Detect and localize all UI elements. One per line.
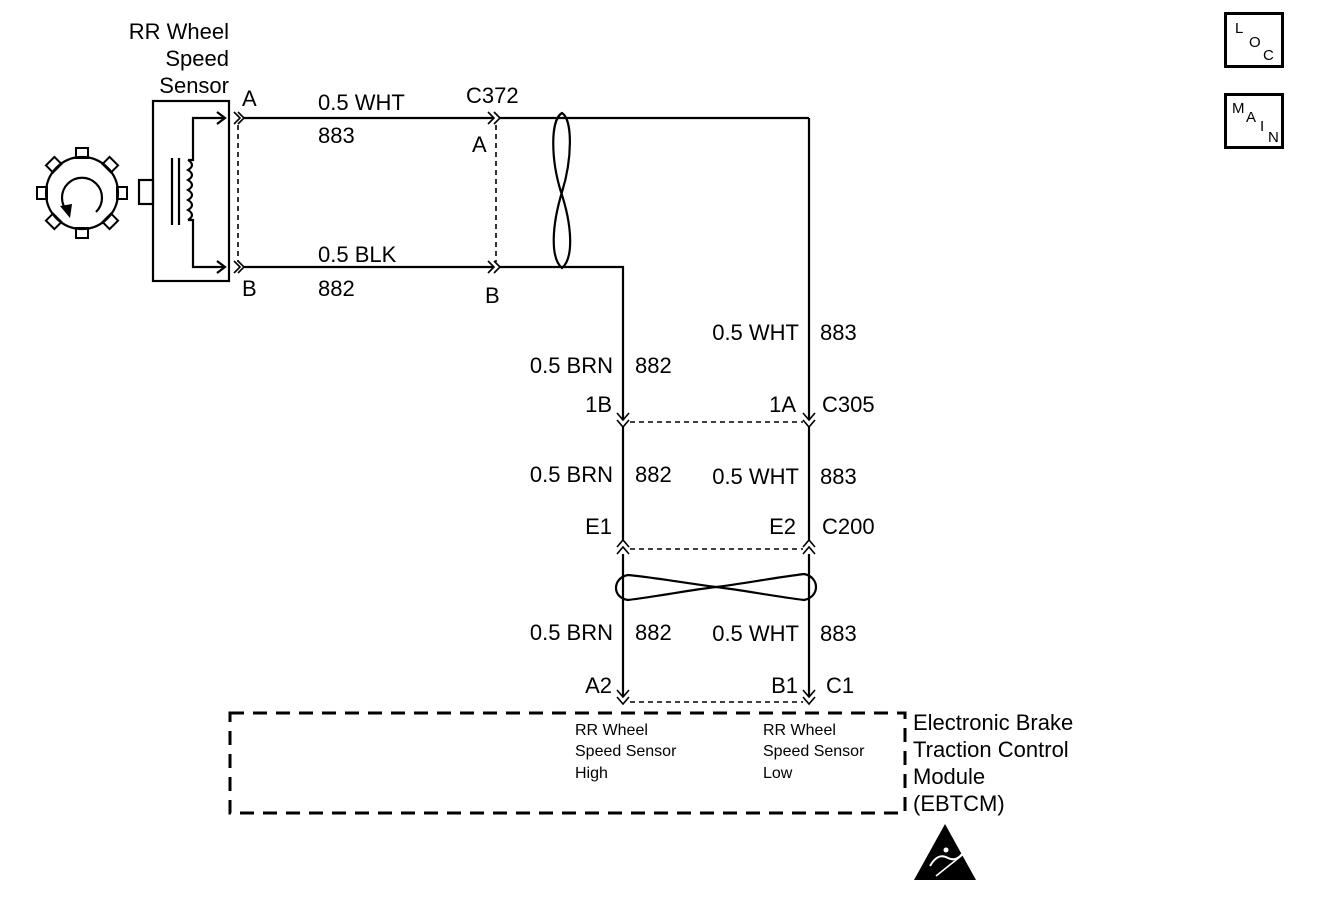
module-name-line-2: Traction Control (913, 737, 1069, 762)
main-letter-n: N (1268, 129, 1279, 146)
top-wire-circuit: 883 (318, 123, 355, 148)
module-name-line-1: Electronic Brake (913, 710, 1073, 735)
connector-c200: E1 E2 C200 (585, 514, 875, 555)
twisted-pair-lower (614, 572, 818, 602)
module-pin-right: B1 (771, 673, 798, 698)
connector-c372: C372 A B (466, 83, 519, 308)
loc-letter-c: C (1263, 47, 1274, 64)
main-letter-a: A (1246, 109, 1257, 126)
pin-low-line-2: Speed Sensor (763, 743, 865, 760)
main-button[interactable]: M A I N (1224, 93, 1284, 149)
sensor-pin-b: B (242, 276, 257, 301)
c372-pin-a: A (472, 132, 487, 157)
c200-right-pin: E2 (769, 514, 796, 539)
connector-c305: 1B 1A C305 (585, 392, 875, 429)
wheel-speed-sensor: RR Wheel Speed Sensor (129, 19, 231, 283)
c305-name: C305 (822, 392, 875, 417)
module-pin-left: A2 (585, 673, 612, 698)
left-mid-circuit: 882 (635, 462, 672, 487)
left-mid-size-color: 0.5 BRN (530, 462, 613, 487)
left-low-circuit: 882 (635, 620, 672, 645)
right-mid-circuit: 883 (820, 464, 857, 489)
pin-high-line-2: Speed Sensor (575, 743, 677, 760)
loc-letter-o: O (1249, 34, 1261, 51)
top-wire-size-color: 0.5 WHT (318, 90, 405, 115)
c305-right-pin: 1A (769, 392, 796, 417)
sensor-name-line-2: Speed (165, 46, 229, 71)
sensor-pin-a: A (242, 86, 257, 111)
c372-pin-b: B (485, 283, 500, 308)
pin-low-line-3: Low (763, 765, 793, 782)
c372-name: C372 (466, 83, 519, 108)
esd-warning-icon (914, 824, 976, 880)
right-low-size-color: 0.5 WHT (712, 621, 799, 646)
tone-wheel-icon (36, 147, 128, 239)
left-upper-size-color: 0.5 BRN (530, 353, 613, 378)
bottom-wire-circuit: 882 (318, 276, 355, 301)
wire-882-c372-out (500, 265, 625, 420)
twisted-pair-upper (552, 111, 572, 270)
c200-left-pin: E1 (585, 514, 612, 539)
left-upper-circuit: 882 (635, 353, 672, 378)
right-low-circuit: 883 (820, 621, 857, 646)
module-connector: A2 B1 C1 (585, 673, 854, 706)
ebtcm-module: RR Wheel Speed Sensor High RR Wheel Spee… (228, 710, 1073, 816)
loc-button[interactable]: L O C (1224, 12, 1284, 68)
module-name-line-3: Module (913, 764, 985, 789)
pin-low-line-1: RR Wheel (763, 722, 836, 739)
left-low-size-color: 0.5 BRN (530, 620, 613, 645)
right-upper-size-color: 0.5 WHT (712, 320, 799, 345)
sensor-name-line-1: RR Wheel (129, 19, 229, 44)
right-mid-size-color: 0.5 WHT (712, 464, 799, 489)
sensor-name-line-3: Sensor (159, 73, 229, 98)
sensor-coil-icon (170, 111, 227, 274)
main-letter-m: M (1232, 100, 1245, 117)
c200-name: C200 (822, 514, 875, 539)
main-letter-i: I (1260, 118, 1265, 135)
c305-left-pin: 1B (585, 392, 612, 417)
loc-letter-l: L (1235, 20, 1244, 37)
module-name-line-4: (EBTCM) (913, 791, 1005, 816)
sensor-connector: A B (233, 86, 257, 301)
bottom-wire-size-color: 0.5 BLK (318, 242, 397, 267)
pin-high-line-1: RR Wheel (575, 722, 648, 739)
right-upper-circuit: 883 (820, 320, 857, 345)
pin-high-line-3: High (575, 765, 608, 782)
module-connector-name: C1 (826, 673, 854, 698)
